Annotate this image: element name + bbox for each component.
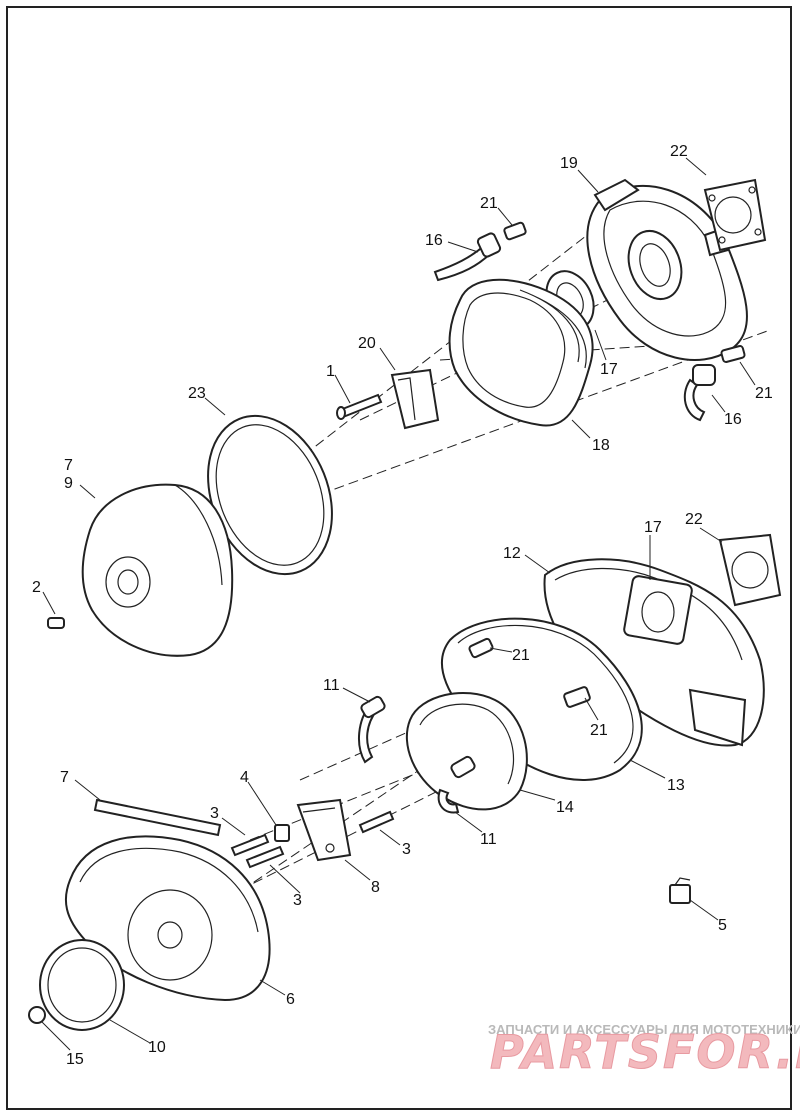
clip-5 xyxy=(669,877,691,904)
watermark-tagline: ЗАПЧАСТИ И АКСЕССУАРЫ ДЛЯ МОТОТЕХНИКИ xyxy=(488,1022,800,1037)
callout-3-c: 3 xyxy=(402,841,411,858)
callout-2: 2 xyxy=(32,579,41,596)
callout-21-right: 21 xyxy=(755,385,773,402)
bracket-8 xyxy=(296,798,352,862)
trim-strip-7 xyxy=(93,798,222,837)
callout-19: 19 xyxy=(560,155,578,172)
breather-hose-16-lower xyxy=(683,364,716,422)
callout-9: 9 xyxy=(64,475,73,492)
callout-21-lower-a: 21 xyxy=(512,647,530,664)
callout-11-upper: 11 xyxy=(323,677,340,694)
screw-1 xyxy=(336,393,383,420)
fitting-21-upper xyxy=(503,221,527,241)
cover-round-7-9 xyxy=(81,483,234,657)
gasket-22-upper xyxy=(703,178,767,252)
callout-4: 4 xyxy=(240,769,249,786)
callout-18: 18 xyxy=(592,437,610,454)
watermark-logo: PARTSFOR.RU xyxy=(490,1025,800,1079)
callout-3-a: 3 xyxy=(210,805,219,822)
spacer-4 xyxy=(274,824,290,842)
callout-22-upper: 22 xyxy=(670,143,688,160)
callout-17-lower: 17 xyxy=(644,519,662,536)
callout-7-upper: 7 xyxy=(64,457,73,474)
fitting-21-right xyxy=(720,345,746,363)
callout-6: 6 xyxy=(286,991,295,1008)
watermark: ЗАПЧАСТИ И АКСЕССУАРЫ ДЛЯ МОТОТЕХНИКИ PA… xyxy=(488,1022,800,1080)
callout-7-lower: 7 xyxy=(60,769,69,786)
fitting-21-lower-b xyxy=(563,686,591,708)
callout-labels: 19 22 21 16 20 1 17 21 16 18 23 7 9 2 12… xyxy=(32,143,773,1068)
breather-tube-11-lower xyxy=(437,755,476,814)
medallion-10 xyxy=(39,939,125,1031)
callout-20: 20 xyxy=(358,335,376,352)
callout-11-lower: 11 xyxy=(480,831,497,848)
callout-23: 23 xyxy=(188,385,206,402)
callout-16-lower: 16 xyxy=(724,411,742,428)
screw-3-b xyxy=(245,845,285,869)
screw-2 xyxy=(47,617,65,629)
callout-21-upper: 21 xyxy=(480,195,498,212)
callout-8: 8 xyxy=(371,879,380,896)
gasket-22-lower xyxy=(718,533,782,607)
callout-5: 5 xyxy=(718,917,727,934)
callout-10: 10 xyxy=(148,1039,166,1056)
callout-17-upper: 17 xyxy=(600,361,618,378)
filter-element-18 xyxy=(448,278,594,427)
callout-16-upper: 16 xyxy=(425,232,443,249)
backplate-12 xyxy=(543,558,765,747)
screw-15 xyxy=(28,1006,46,1024)
callout-3-b: 3 xyxy=(293,892,302,909)
callout-14: 14 xyxy=(556,799,574,816)
breather-tube-11-upper xyxy=(358,695,386,764)
screw-3-c xyxy=(358,810,395,834)
fitting-21-lower-a xyxy=(468,637,494,659)
diagram-frame xyxy=(6,6,792,1110)
callout-22-lower: 22 xyxy=(685,511,703,528)
bracket-20 xyxy=(390,368,440,430)
callout-21-lower-b: 21 xyxy=(590,722,608,739)
callout-12: 12 xyxy=(503,545,521,562)
filter-element-14 xyxy=(405,692,528,811)
callout-15: 15 xyxy=(66,1051,84,1068)
callout-13: 13 xyxy=(667,777,685,794)
callout-1: 1 xyxy=(326,363,335,380)
screw-3-a xyxy=(230,833,270,857)
leader-lines xyxy=(41,157,756,1051)
breather-hose-16-upper xyxy=(433,232,502,282)
